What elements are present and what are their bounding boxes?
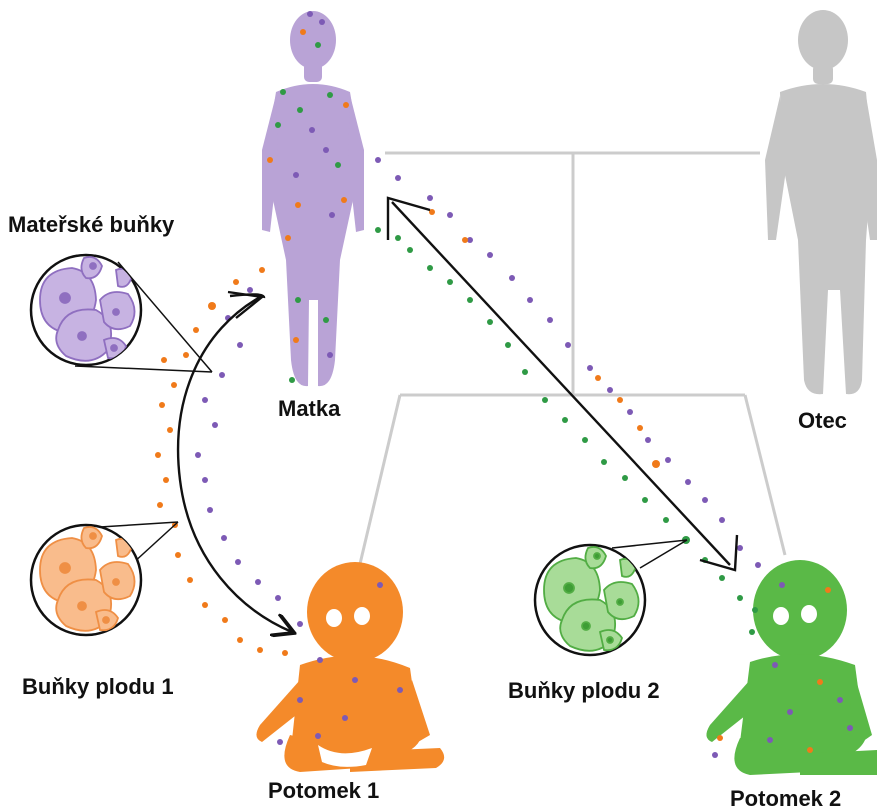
offspring-2-label: Potomek 2 xyxy=(730,786,841,809)
offspring-2-baby-figure xyxy=(706,560,877,775)
offspring-2-branch-line xyxy=(745,395,785,555)
fetal-cells-1-label: Buňky plodu 1 xyxy=(22,674,174,699)
transfer-arrow-diagonal xyxy=(392,202,730,565)
mother-label: Matka xyxy=(278,396,341,421)
fetal-cells-1-magnifier xyxy=(31,522,178,635)
offspring-1-label: Potomek 1 xyxy=(268,778,379,803)
fetal-cells-2-magnifier xyxy=(535,540,687,655)
father-label: Otec xyxy=(798,408,847,433)
offspring-1-baby-figure xyxy=(256,562,444,772)
transfer-arrows xyxy=(178,198,737,632)
father-figure xyxy=(765,10,877,394)
maternal-cells-label: Mateřské buňky xyxy=(8,212,175,237)
fetal-cells-2-label: Buňky plodu 2 xyxy=(508,678,660,703)
mother-figure xyxy=(262,11,364,386)
offspring-1-branch-line xyxy=(355,395,400,585)
transfer-arrow-curved xyxy=(178,294,292,632)
